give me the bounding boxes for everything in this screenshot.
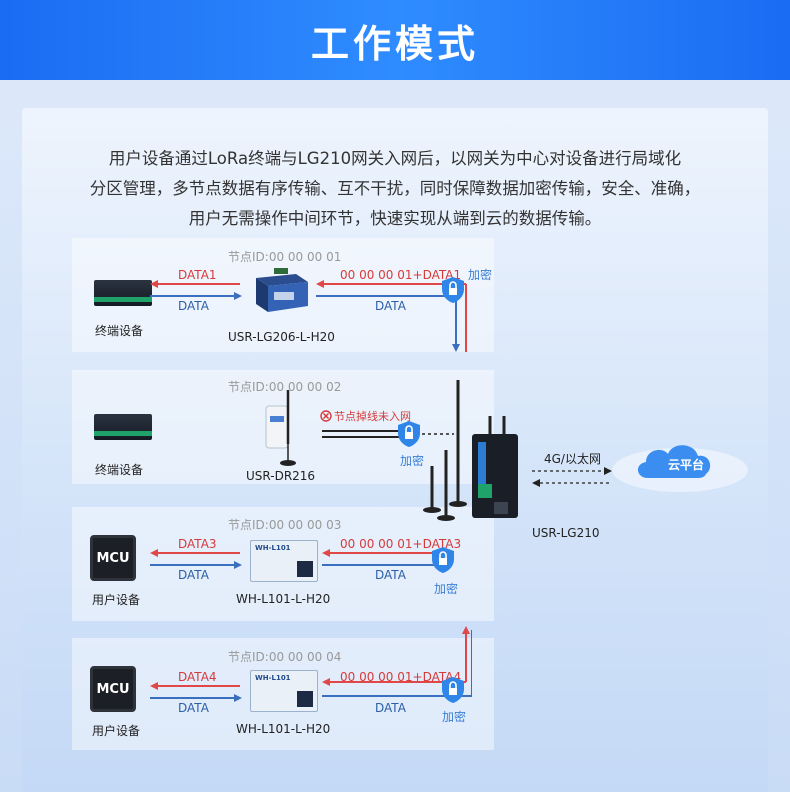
row1-left-arrows <box>150 280 242 300</box>
terminal-device-icon <box>94 280 152 306</box>
intro-line-1: 用户设备通过LoRa终端与LG210网关入网后，以网关为中心对设备进行局域化 <box>108 149 682 168</box>
cloud-platform-icon <box>612 445 748 492</box>
encrypt-label-3: 加密 <box>434 582 459 596</box>
page-header: 工作模式 <box>0 0 790 80</box>
dtu-with-antenna-icon <box>265 390 296 466</box>
device-label-2: 终端设备 <box>95 463 144 477</box>
intro-line-2: 分区管理，多节点数据有序传输、互不干扰，同时保障数据加密传输，安全、准确， <box>89 179 701 198</box>
shield-lock-icon <box>432 547 454 573</box>
intro-line-3: 用户无需操作中间环节，快速实现从端到云的数据传输。 <box>188 209 602 228</box>
mcu-chip-icon: MCU <box>90 666 136 712</box>
offline-label: 节点掉线未入网 <box>334 410 411 423</box>
left-top-label-1: DATA1 <box>178 268 217 282</box>
device-label-4: 用户设备 <box>92 724 141 738</box>
node-id-3: 节点ID:00 00 00 03 <box>228 518 342 532</box>
cloud-link-arrows <box>532 467 612 487</box>
gateway-with-antennas-icon <box>423 380 518 521</box>
left-top-label-4: DATA4 <box>178 670 217 684</box>
content-panel <box>22 108 768 792</box>
shield-lock-icon <box>398 421 420 447</box>
intro-text: 用户设备通过LoRa终端与LG210网关入网后，以网关为中心对设备进行局域化 分… <box>60 144 730 234</box>
mcu-chip-icon: MCU <box>90 535 136 581</box>
lora-module-icon: WH-L101 <box>250 540 318 582</box>
link-label: 4G/以太网 <box>544 452 601 466</box>
module-label-2: USR-DR216 <box>246 469 316 483</box>
right-top-label-3: 00 00 00 01+DATA3 <box>340 537 462 551</box>
device-label-1: 终端设备 <box>95 324 144 338</box>
module-print-text: WH-L101 <box>255 674 291 682</box>
left-bottom-label-4: DATA <box>178 701 209 715</box>
terminal-device-icon <box>94 414 152 440</box>
row2-dashed-lines <box>322 430 454 438</box>
row3-left-arrows <box>150 549 242 569</box>
module-print-text: WH-L101 <box>255 544 291 552</box>
right-bottom-label-1: DATA <box>375 299 406 313</box>
lora-terminal-icon <box>256 268 308 312</box>
shield-lock-icon <box>442 277 464 303</box>
node-id-4: 节点ID:00 00 00 04 <box>228 650 342 664</box>
encrypt-label-1: 加密 <box>468 268 493 282</box>
shield-lock-icon <box>442 677 464 703</box>
module-label-1: USR-LG206-L-H20 <box>228 330 335 344</box>
left-bottom-label-3: DATA <box>178 568 209 582</box>
encrypt-label-4: 加密 <box>442 710 467 724</box>
gateway-label: USR-LG210 <box>532 526 600 540</box>
device-label-3: 用户设备 <box>92 593 141 607</box>
lora-module-icon: WH-L101 <box>250 670 318 712</box>
left-bottom-label-1: DATA <box>178 299 209 313</box>
left-top-label-3: DATA3 <box>178 537 217 551</box>
row4-left-arrows <box>150 682 242 702</box>
cloud-label: 云平台 <box>668 458 705 472</box>
encrypt-label-2: 加密 <box>400 454 425 468</box>
right-bottom-label-4: DATA <box>375 701 406 715</box>
row3-right-arrows <box>322 549 442 566</box>
module-label-3: WH-L101-L-H20 <box>236 592 331 606</box>
module-label-4: WH-L101-L-H20 <box>236 722 331 736</box>
node-id-1: 节点ID:00 00 00 01 <box>228 250 342 264</box>
node-id-2: 节点ID:00 00 00 02 <box>228 380 342 394</box>
offline-x-icon <box>320 410 332 422</box>
page-title: 工作模式 <box>310 21 479 66</box>
right-top-label-4: 00 00 00 01+DATA4 <box>340 670 462 684</box>
right-top-label-1: 00 00 00 01+DATA1 <box>340 268 462 282</box>
right-bottom-label-3: DATA <box>375 568 406 582</box>
